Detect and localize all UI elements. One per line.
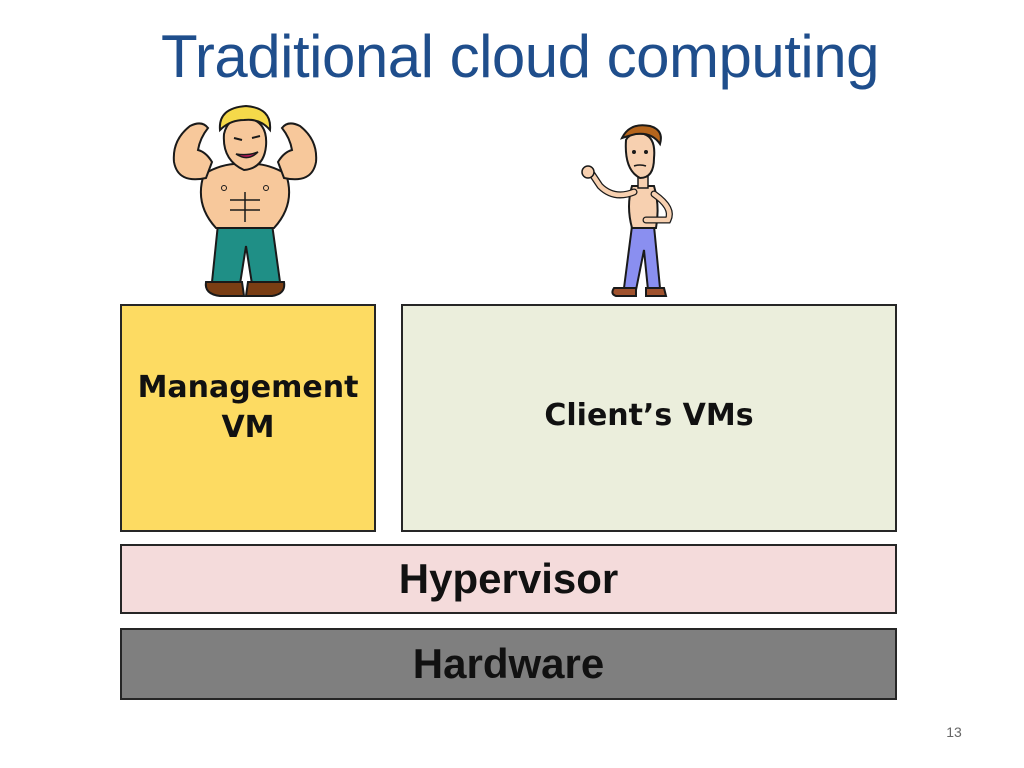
management-vm-box: Management VM [120,304,376,532]
clients-vms-label: Client’s VMs [544,397,754,433]
slide-title: Traditional cloud computing [160,23,880,90]
muscular-man-icon [172,104,318,297]
hypervisor-layer: Hypervisor [120,544,897,614]
hardware-label: Hardware [412,640,605,687]
skinny-man-icon [581,124,673,297]
management-vm-label-line2: VM [221,410,275,445]
clients-vms-box: Client’s VMs [401,304,897,532]
hypervisor-label: Hypervisor [398,555,619,602]
hardware-layer: Hardware [120,628,897,700]
page-number: 13 [946,724,962,740]
management-vm-label-line1: Management [137,370,359,405]
